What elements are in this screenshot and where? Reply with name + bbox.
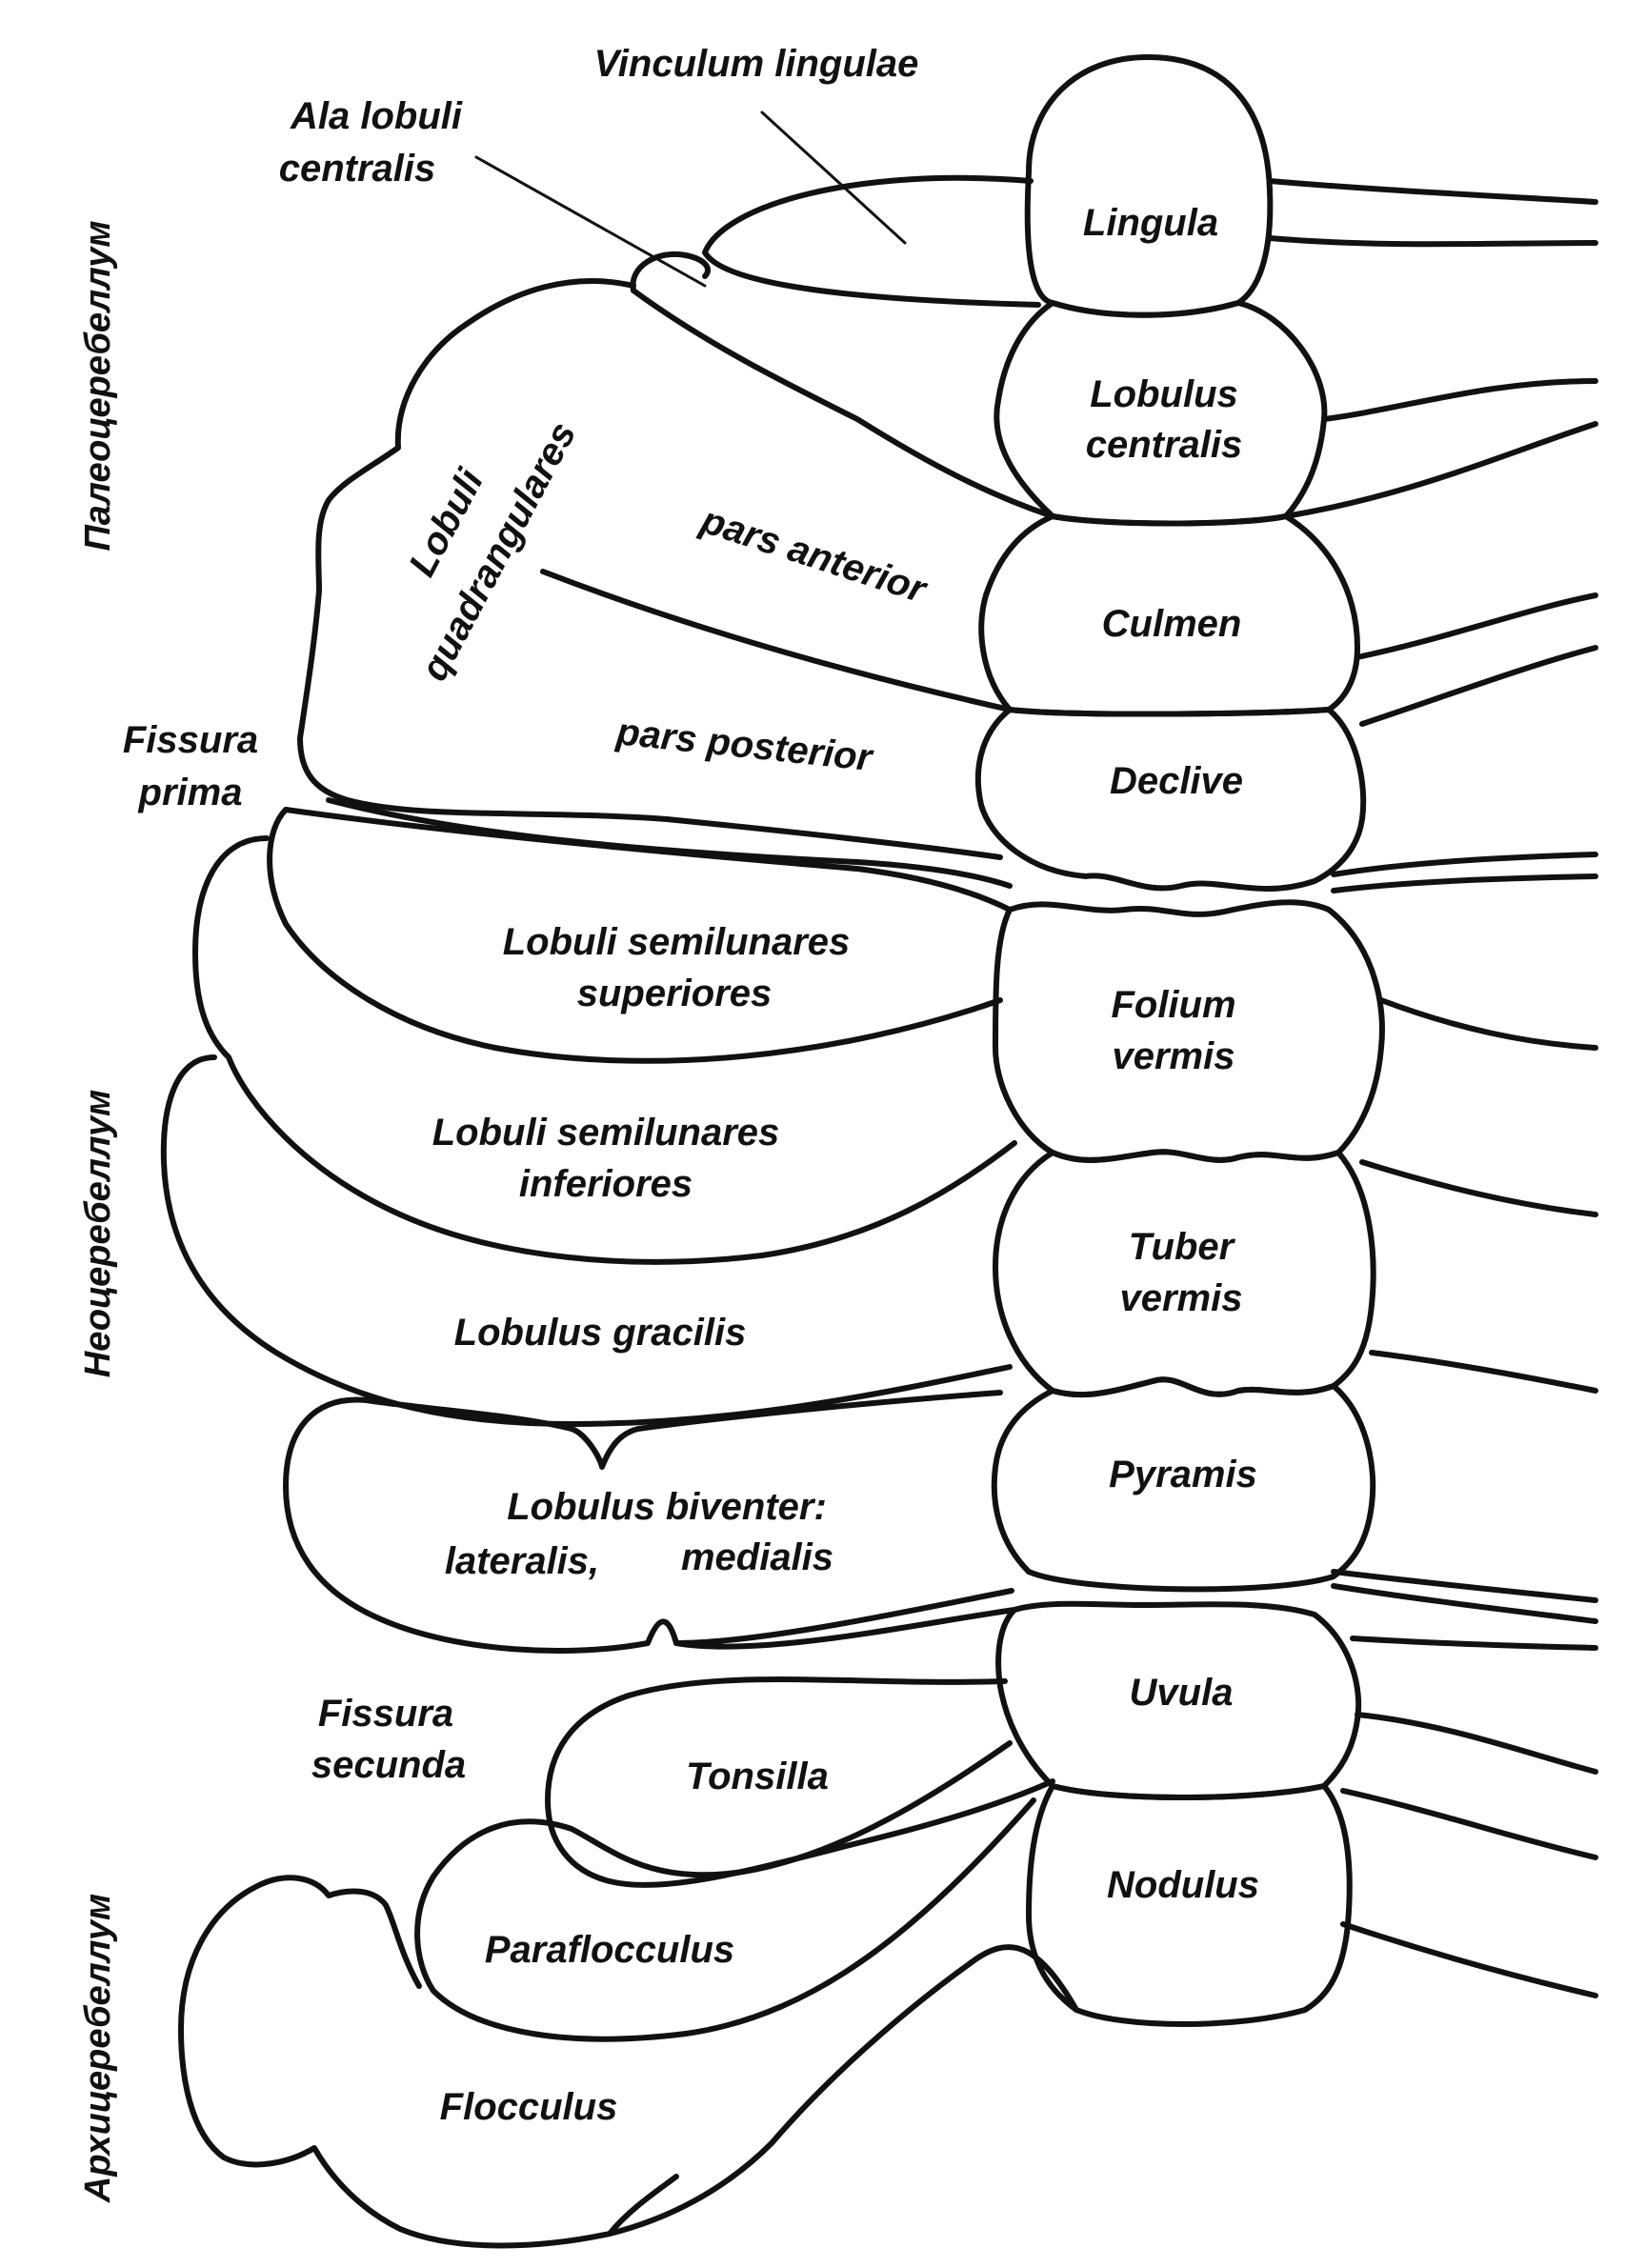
label-folium-vermis-2: vermis (1113, 1035, 1235, 1077)
label-folium-vermis-1: Folium (1111, 984, 1235, 1026)
folium-vermis-shape (993, 899, 1385, 1163)
label-declive: Declive (1110, 760, 1243, 802)
label-pyramis: Pyramis (1109, 1454, 1257, 1495)
side-labels: Палеоцеребеллум Неоцеребеллум Архицеребе… (78, 220, 118, 2203)
uvula-shape (995, 1600, 1362, 1801)
tuber-vermis-shape (993, 1149, 1376, 1398)
label-lingula: Lingula (1083, 202, 1218, 244)
label-biventer-medialis: medialis (681, 1536, 833, 1578)
lobulus-biventer-shape (283, 1396, 1017, 1654)
label-fissura-secunda-1: Fissura (318, 1693, 453, 1735)
label-lobulus-centralis-1: Lobulus (1090, 373, 1238, 415)
label-fissura-secunda-2: secunda (311, 1744, 466, 1786)
label-tuber-vermis-2: vermis (1120, 1277, 1243, 1319)
label-lobulus-biventer: Lobulus biventer: (507, 1486, 827, 1528)
nodulus-shape (1026, 1783, 1353, 2027)
vermis-labels: Lingula Lobulus centralis Culmen Declive… (1083, 202, 1259, 1906)
label-lobuli-semilunares-inf-2: inferiores (519, 1163, 693, 1205)
flocculus-shape (178, 1875, 1079, 2249)
label-paraflocculus: Paraflocculus (485, 1929, 734, 1971)
leader-lines (474, 110, 907, 288)
label-uvula: Uvula (1130, 1672, 1234, 1714)
label-pars-anterior: pars anterior (695, 499, 933, 612)
label-ala-lobuli-1: Ala lobuli (290, 95, 463, 137)
vermis-column (974, 54, 1385, 2027)
label-fissura-prima-1: Fissura (123, 719, 258, 761)
paraflocculus-shape (414, 1740, 1036, 2042)
label-paleocerebellum: Палеоцеребеллум (78, 220, 118, 551)
label-fissura-prima-2: prima (138, 772, 243, 813)
label-culmen: Culmen (1102, 603, 1242, 645)
pyramis-shape (991, 1376, 1376, 1593)
tonsilla-shape (545, 1676, 1055, 1888)
lingula-shape (1024, 54, 1274, 318)
label-vinculum-lingulae: Vinculum lingulae (594, 43, 919, 85)
lobulus-gracilis-shape (160, 1054, 1013, 1427)
label-tonsilla: Tonsilla (686, 1756, 829, 1797)
label-tuber-vermis-1: Tuber (1129, 1226, 1236, 1268)
label-neocerebellum: Неоцеребеллум (78, 1090, 118, 1377)
label-ala-lobuli-2: centralis (279, 148, 436, 190)
lateral-connecting-lines (1267, 178, 1598, 1998)
hemisphere-lobes (160, 174, 1079, 2249)
label-lobulus-centralis-2: centralis (1086, 424, 1243, 466)
label-biventer-lateralis: lateralis, (445, 1540, 599, 1582)
vinculum-lingulae-shape (702, 174, 1041, 308)
lobuli-quadrangulares-shape (297, 277, 1003, 860)
label-lobulus-gracilis: Lobulus gracilis (454, 1312, 747, 1354)
declive-shape (974, 707, 1367, 893)
ala-lobuli-centralis-shape (630, 251, 712, 293)
label-lobuli-semilunares-sup-1: Lobuli semilunares (503, 921, 851, 963)
label-nodulus: Nodulus (1107, 1864, 1259, 1906)
lobuli-semilunares-inferiores-shape (226, 1054, 1017, 1265)
label-lobuli-semilunares-inf-1: Lobuli semilunares (432, 1112, 780, 1154)
label-lobuli-semilunares-sup-2: superiores (577, 973, 773, 1014)
label-archicerebellum: Архицеребеллум (78, 1894, 118, 2203)
label-pars-posterior: pars posterior (613, 711, 876, 779)
label-flocculus: Flocculus (440, 2086, 618, 2128)
lobuli-semilunares-superiores-shape (267, 807, 1003, 1064)
